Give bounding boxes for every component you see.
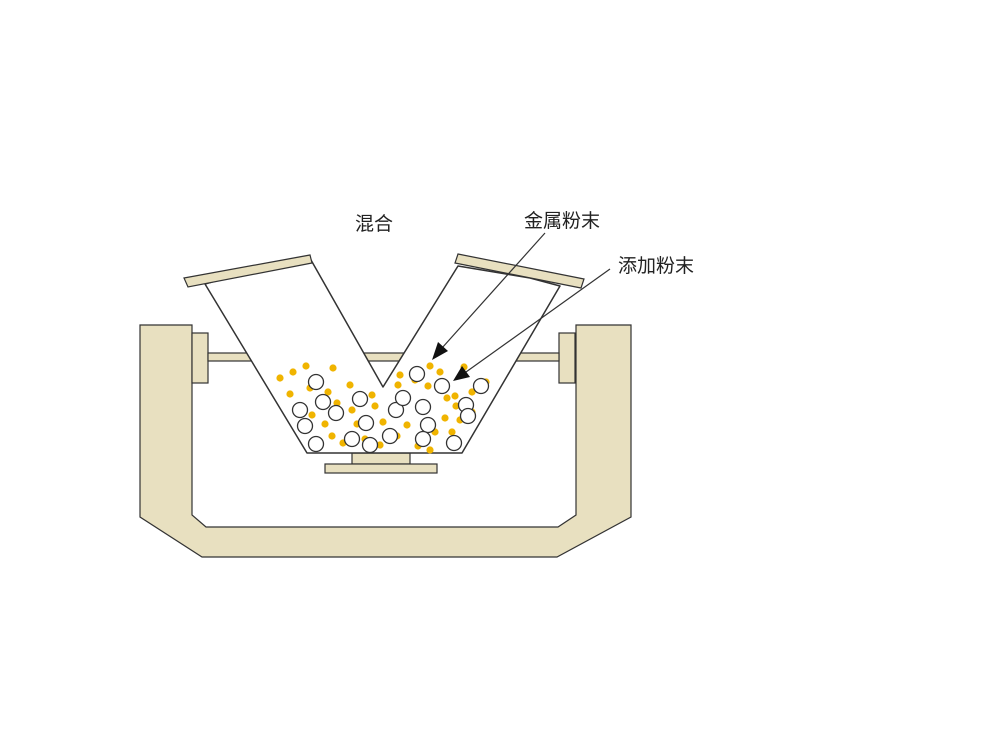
- vessel-pedestal-base: [324, 463, 438, 474]
- vessel-pedestal-neck: [351, 452, 411, 465]
- left-lid: [183, 254, 313, 288]
- metal-powder-leader-line: [441, 232, 546, 349]
- rotation-shaft: [207, 352, 560, 362]
- support-frame: [139, 324, 632, 558]
- left-bearing-block: [191, 332, 209, 384]
- additive-powder-leader-line: [465, 268, 611, 373]
- additive-powder-arrowhead: [453, 366, 470, 381]
- mixing-label: 混合: [355, 213, 393, 235]
- additive-powder-label: 添加粉末: [618, 255, 694, 277]
- right-lid: [454, 253, 585, 289]
- metal-powder-label: 金属粉末: [524, 210, 600, 232]
- right-bearing-block: [558, 332, 576, 384]
- metal-powder-arrowhead: [432, 342, 448, 360]
- metal-powder-particles: [291, 365, 490, 454]
